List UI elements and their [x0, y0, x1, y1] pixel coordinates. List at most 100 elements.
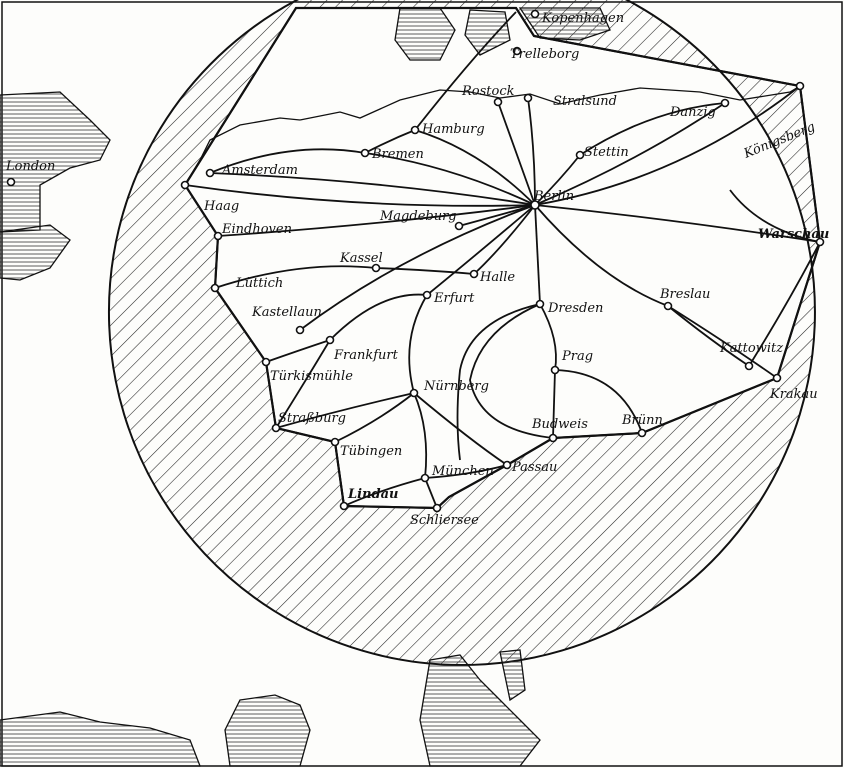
label-nuernberg: Nürnberg — [423, 379, 489, 394]
line-dresden-budweis — [469, 303, 554, 439]
line-kassel-halle — [375, 267, 475, 275]
line-berlin-danzig — [534, 102, 726, 206]
dutch-coast — [184, 117, 301, 186]
line-stettin-danzig — [579, 102, 726, 156]
line-berlin-kastellaun — [299, 204, 536, 331]
iberia-coast — [0, 711, 201, 767]
marker-krakau — [772, 373, 782, 383]
coastlines — [0, 7, 801, 767]
marker-berlin — [530, 200, 540, 210]
line-berlin-rostock — [497, 101, 536, 206]
line-frankfurt-tuerkis — [265, 339, 331, 363]
marker-bruenn — [637, 428, 647, 438]
marker-luettich — [210, 283, 220, 293]
line-berlin-haag — [184, 184, 536, 207]
zealand-coast — [464, 9, 511, 56]
line-muenchen-schliersee — [424, 477, 438, 509]
baltic-coast — [299, 85, 801, 121]
marker-stettin — [575, 150, 585, 160]
marker-koenigsberg — [795, 81, 805, 91]
line-nuernberg-muenchen — [413, 392, 428, 479]
marker-kassel — [371, 263, 381, 273]
label-bruenn: Brünn — [621, 413, 663, 428]
label-warschau: Warschau — [758, 227, 829, 242]
line-berlin-warschau — [534, 204, 821, 243]
railway-lines — [184, 11, 821, 509]
line-nuernberg-passau — [413, 392, 508, 466]
line-berlin-halle — [473, 204, 536, 275]
line-berlin-eindhoven — [217, 204, 536, 237]
line-berlin-koenigsberg — [534, 85, 801, 206]
marker-breslau — [663, 301, 673, 311]
label-bremen: Bremen — [371, 147, 424, 162]
line-kassel-luettich — [214, 265, 377, 289]
label-tuerkismuehle: Türkismühle — [270, 369, 353, 384]
label-dresden: Dresden — [547, 301, 603, 316]
label-kassel: Kassel — [339, 251, 383, 266]
marker-rostock — [493, 97, 503, 107]
line-berlin-stettin — [534, 154, 581, 206]
line-berlin-erfurt — [426, 204, 536, 296]
line-hamburg-kopenhagen — [414, 11, 517, 131]
marker-nuernberg — [409, 388, 419, 398]
marker-warschau — [815, 237, 825, 247]
label-passau: Passau — [511, 460, 557, 475]
england-south-coast — [0, 224, 71, 281]
label-luettich: Lüttich — [235, 276, 283, 291]
marker-danzig — [720, 98, 730, 108]
label-krakau: Krakau — [769, 387, 818, 402]
marker-prag — [550, 365, 560, 375]
label-magdeburg: Magdeburg — [379, 209, 457, 224]
label-muenchen: München — [431, 464, 494, 479]
marker-dresden — [535, 299, 545, 309]
marker-kattowitz — [744, 361, 754, 371]
line-koenigsberg-warschau — [729, 189, 821, 243]
label-lindau: Lindau — [347, 487, 399, 502]
label-schliersee: Schliersee — [410, 513, 479, 528]
line-breslau-krakau — [667, 305, 778, 379]
line-berlin-breslau — [534, 204, 669, 307]
sardinia-coast — [224, 694, 311, 767]
balkan-coast — [499, 649, 526, 702]
line-berlin-amsterdam — [209, 172, 536, 206]
sweden-coast — [518, 7, 611, 41]
label-breslau: Breslau — [659, 287, 710, 302]
marker-schliersee — [432, 503, 442, 513]
line-erfurt-nuernberg — [408, 294, 428, 394]
label-amsterdam: Amsterdam — [221, 163, 298, 178]
label-kattowitz: Kattowitz — [719, 341, 783, 356]
label-kastellaun: Kastellaun — [251, 305, 322, 320]
marker-lindau — [339, 501, 349, 511]
label-trelleborg: Trelleborg — [510, 47, 579, 62]
line-berlin-stralsund — [527, 97, 536, 206]
marker-tuerkismuehle — [261, 357, 271, 367]
line-frankfurt-strassburg — [275, 339, 331, 429]
marker-erfurt — [422, 290, 432, 300]
line-tuebingen-lindau — [334, 441, 345, 507]
hatched-range-circle — [108, 0, 822, 666]
line-muenchen-lindau — [343, 477, 426, 507]
marker-kastellaun — [295, 325, 305, 335]
line-prag-budweis — [552, 369, 556, 439]
label-stettin: Stettin — [584, 145, 629, 160]
line-erfurt-frankfurt — [329, 293, 428, 341]
label-stralsund: Stralsund — [553, 94, 617, 109]
marker-budweis — [548, 433, 558, 443]
line-prag-bruenn — [554, 369, 643, 434]
marker-bremen — [360, 148, 370, 158]
city-labels: London Kopenhagen Trelleborg Rostock Str… — [5, 11, 829, 528]
marker-strassburg — [271, 423, 281, 433]
label-london: London — [5, 159, 55, 174]
marker-passau — [502, 460, 512, 470]
marker-stralsund — [523, 93, 533, 103]
label-haag: Haag — [203, 199, 239, 214]
line-bremen-hamburg — [364, 129, 416, 154]
marker-hamburg — [410, 125, 420, 135]
city-markers — [6, 9, 825, 513]
line-muenchen-passau — [424, 464, 508, 479]
marker-london — [6, 177, 16, 187]
line-nuernberg-tuebingen — [334, 392, 415, 443]
denmark-coast — [394, 7, 456, 61]
